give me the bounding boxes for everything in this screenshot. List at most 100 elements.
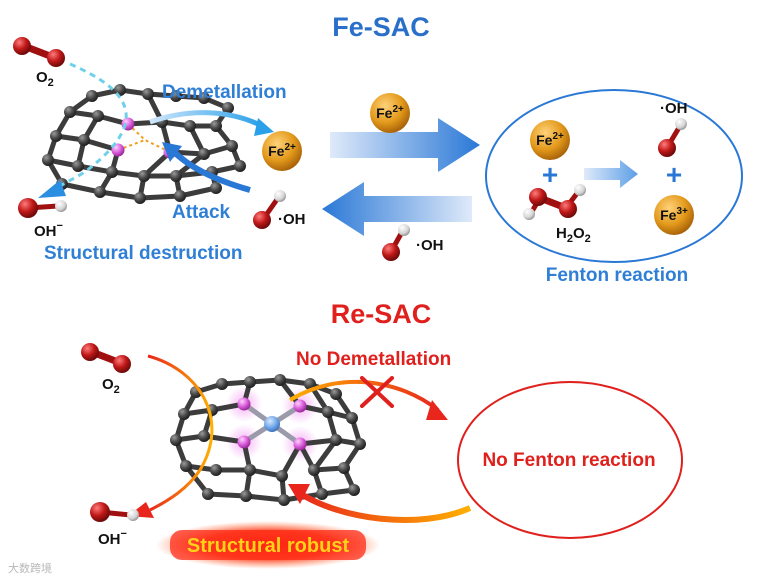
carbon-atom [330, 388, 342, 400]
carbon-atom [138, 170, 150, 182]
svg-text:Fe2+: Fe2+ [268, 142, 296, 159]
bond [205, 491, 249, 499]
re-o2-label: O2 [102, 376, 120, 396]
fe-sac-title: Fe-SAC [332, 12, 430, 42]
fenton-h2o2-label: H2O2 [556, 225, 591, 245]
carbon-atom [184, 120, 196, 132]
bond [59, 181, 103, 195]
re-sac-molecule [170, 374, 366, 506]
carbon-atom [308, 464, 320, 476]
bond [243, 493, 287, 503]
fe-o2-path-arrowhead [38, 180, 66, 198]
carbon-atom [354, 438, 366, 450]
metal-atom [264, 416, 280, 432]
carbon-atom [226, 140, 238, 152]
demetallation-label: Demetallation [162, 82, 287, 103]
carbon-atom [170, 170, 182, 182]
carbon-atom [170, 90, 182, 102]
fenton-oh-radical-label: ·OH [660, 100, 688, 117]
carbon-atom [174, 190, 186, 202]
nitrogen-atom [111, 143, 125, 157]
carbon-atom [316, 488, 328, 500]
carbon-atom [198, 92, 210, 104]
carbon-atom [106, 166, 118, 178]
re-o2-molecule [81, 343, 131, 373]
carbon-atom [346, 412, 358, 424]
metal-n-bond [144, 139, 171, 153]
re-oh-minus-label: OH− [98, 528, 127, 548]
re-return-arrow [296, 489, 472, 523]
bond [137, 193, 183, 201]
fe-backward-arrow [322, 182, 472, 236]
carbon-atom [222, 102, 234, 114]
carbon-atom [42, 154, 54, 166]
fe-oh-radical-arrow [382, 224, 410, 261]
fenton-oh-radical [658, 118, 687, 157]
fe-oh-radical-attack-label: ·OH [278, 211, 306, 228]
carbon-atom [180, 460, 192, 472]
structural-robust-badge [170, 530, 366, 560]
fe-oh-minus-label: OH− [34, 220, 63, 240]
nitrogen-atom [293, 437, 307, 451]
fe-forward-arrow [330, 118, 480, 172]
metal-n-bond [127, 123, 146, 141]
svg-text:Fe2+: Fe2+ [376, 104, 404, 121]
re-return-arrowhead [288, 484, 310, 504]
carbon-atom [234, 160, 246, 172]
demetallation-arrow [149, 110, 264, 129]
carbon-atom [210, 120, 222, 132]
no-fenton-ellipse [457, 381, 683, 539]
carbon-atom [210, 464, 222, 476]
attack-label: Attack [172, 202, 231, 223]
nitrogen-atom [237, 397, 251, 411]
structural-destruction-label: Structural destruction [44, 243, 242, 264]
fe2-ion-arrow: Fe2+ [370, 93, 410, 133]
carbon-atom [322, 406, 334, 418]
carbon-atom [64, 106, 76, 118]
fenton-plus-left: + [542, 159, 558, 190]
carbon-atom [240, 490, 252, 502]
fenton-fe3-ion: Fe3+ [654, 195, 694, 235]
svg-text:Fe3+: Fe3+ [660, 206, 688, 223]
fenton-plus-right: + [666, 159, 682, 190]
carbon-atom [198, 430, 210, 442]
fe-oh-radical-arrow-label: ·OH [416, 237, 444, 254]
fe-oh-radical-attack [253, 190, 286, 229]
nitrogen-atom [293, 399, 307, 413]
carbon-atom [202, 488, 214, 500]
carbon-atom [72, 160, 84, 172]
carbon-atom [198, 148, 210, 160]
carbon-atom [276, 470, 288, 482]
carbon-atom [170, 434, 182, 446]
attack-arrowhead [162, 142, 182, 162]
fenton-fe2-ion: Fe2+ [530, 120, 570, 160]
carbon-atom [86, 90, 98, 102]
carbon-atom [348, 484, 360, 496]
carbon-atom [274, 374, 286, 386]
bond [97, 189, 143, 201]
carbon-atom [134, 192, 146, 204]
fe-o2-label: O2 [36, 69, 54, 89]
attack-arrow [169, 147, 251, 193]
carbon-atom [338, 462, 350, 474]
carbon-atom [142, 88, 154, 100]
carbon-atom [216, 378, 228, 390]
metal-n-bond [117, 139, 146, 151]
fenton-small-arrow [584, 160, 638, 188]
carbon-atom [178, 408, 190, 420]
fenton-reaction-caption: Fenton reaction [546, 265, 689, 286]
carbon-atom [210, 182, 222, 194]
fenton-h2o2-molecule [523, 184, 586, 220]
no-fenton-label: No Fenton reaction [482, 450, 655, 471]
demetallation-arrowhead [254, 118, 274, 136]
structural-robust-label: Structural robust [187, 535, 350, 557]
carbon-atom [50, 130, 62, 142]
watermark-text: 大数跨境 [8, 561, 52, 575]
carbon-atom [92, 110, 104, 122]
carbon-atom [78, 134, 90, 146]
re-oh-minus-molecule [90, 502, 139, 522]
fe-o2-path-arrow [59, 62, 128, 188]
re-sac-title: Re-SAC [331, 299, 432, 329]
carbon-atom [244, 464, 256, 476]
